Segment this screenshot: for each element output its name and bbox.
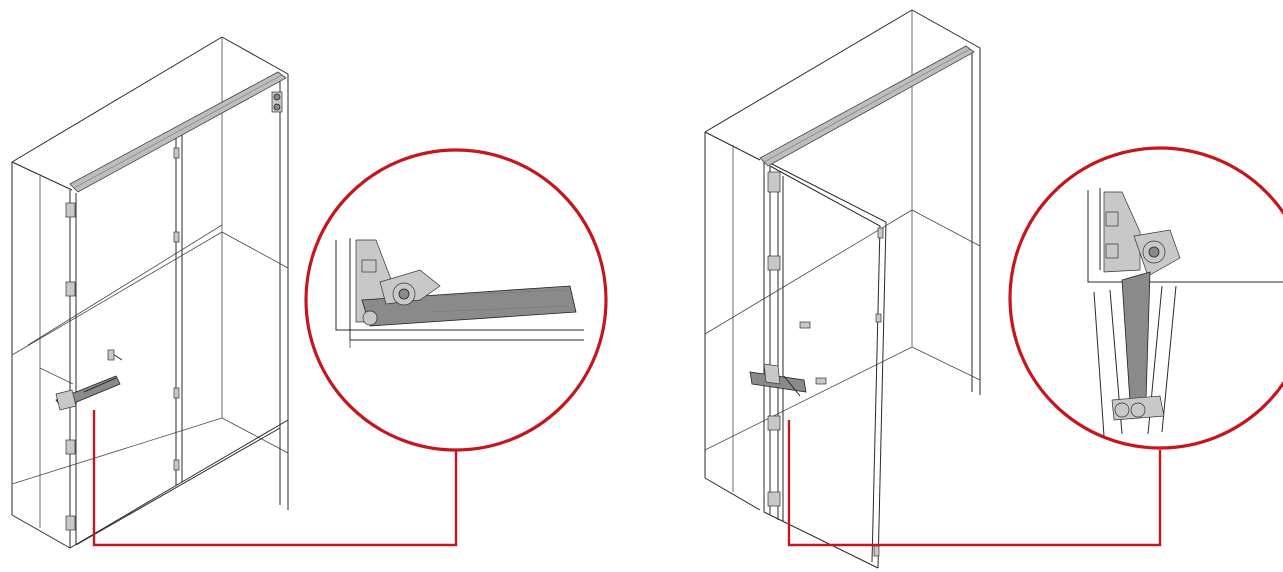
detail-hinge-closed xyxy=(335,238,584,348)
cabinet-closed-doors xyxy=(69,133,289,549)
cabinet-closed xyxy=(11,36,289,549)
detail-circle-open xyxy=(1008,146,1283,450)
top-rail-open xyxy=(759,45,975,167)
cabinet-open xyxy=(704,9,981,569)
callout-closed xyxy=(92,148,608,547)
hinges-open xyxy=(767,171,884,557)
top-rail-closed xyxy=(69,71,287,193)
door-mechanism-closed xyxy=(55,349,123,411)
callout-open xyxy=(787,146,1283,547)
door-mechanism-open xyxy=(749,321,827,397)
detail-hinge-open xyxy=(1087,188,1283,437)
hinges-closed xyxy=(65,91,283,531)
cabinet-open-body xyxy=(704,9,981,511)
detail-circle-closed xyxy=(304,148,608,452)
open-door xyxy=(763,159,887,569)
cabinet-closed-body xyxy=(11,36,289,549)
